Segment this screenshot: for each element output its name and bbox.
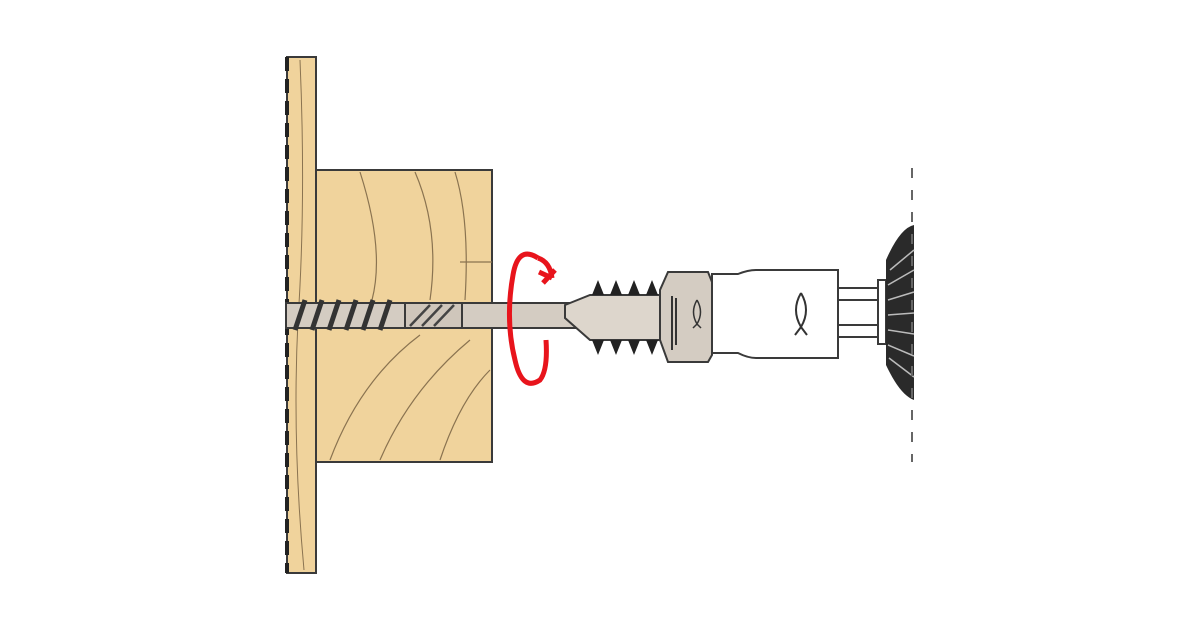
setting-tool	[711, 269, 887, 359]
drill-chuck	[886, 225, 915, 400]
rotation-arrow-icon	[506, 251, 557, 386]
wall-plug	[564, 271, 713, 363]
fish-logo-icon	[794, 292, 808, 336]
fish-logo-icon	[692, 299, 702, 329]
screw	[285, 299, 587, 331]
